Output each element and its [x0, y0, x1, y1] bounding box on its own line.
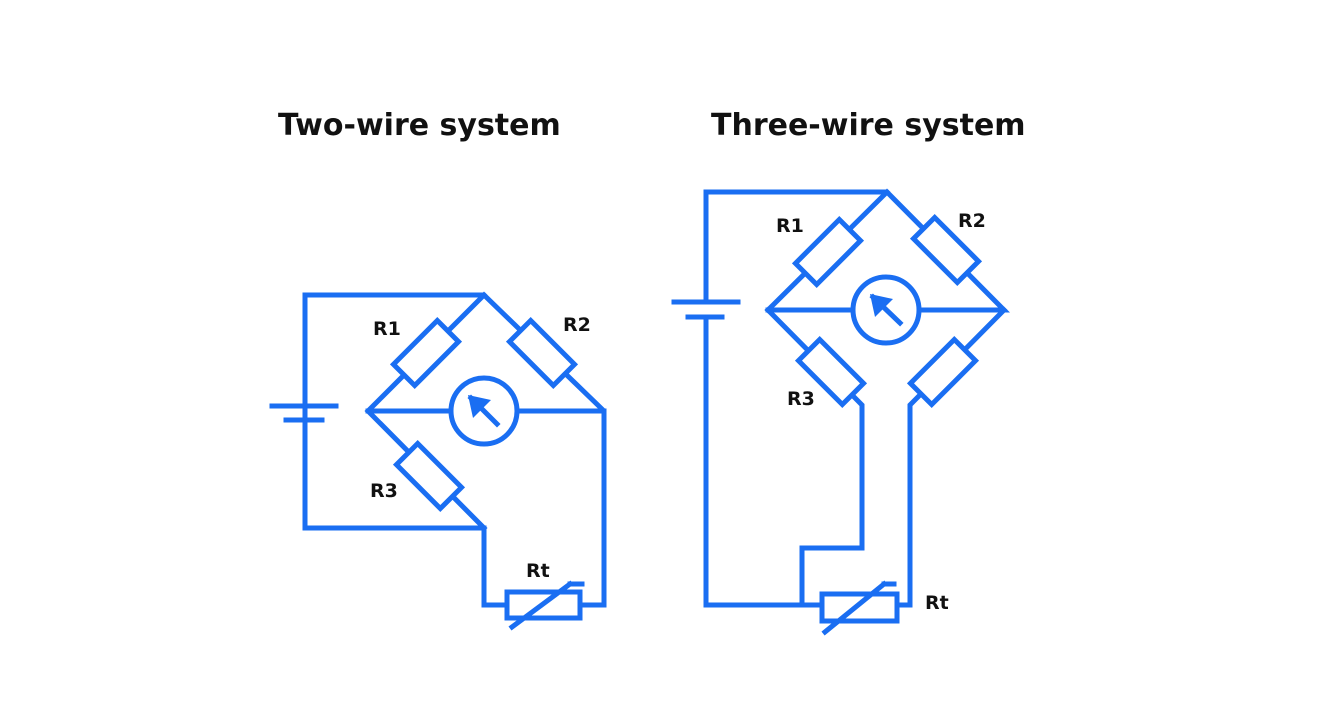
- three-wire-r2-resistor: [909, 213, 983, 287]
- three-wire-r3-label: R3: [787, 388, 815, 410]
- three-wire-rt-thermistor: [819, 591, 900, 624]
- two-wire-r3-resistor: [392, 439, 466, 513]
- two-wire-r2-resistor: [505, 316, 579, 390]
- three-wire-return-wire: [703, 317, 825, 608]
- three-wire-r1-label: R1: [776, 215, 804, 237]
- two-wire-r2-label: R2: [563, 314, 591, 336]
- three-wire-r2-label: R2: [958, 210, 986, 232]
- two-wire-rt-slash: [508, 580, 574, 631]
- three-wire-title: Three-wire system: [711, 108, 1026, 143]
- two-wire-galvanometer-arrow-icon: [467, 394, 501, 428]
- three-wire-r1-resistor: [791, 215, 865, 289]
- two-wire-r1-label: R1: [373, 318, 401, 340]
- three-wire-r4-resistor: [906, 335, 980, 409]
- two-wire-r1-resistor: [389, 316, 463, 390]
- three-wire-rt-slash: [821, 580, 888, 636]
- two-wire-title: Two-wire system: [278, 108, 561, 143]
- two-wire-circuit: R1 R2 R3 Rt: [269, 291, 607, 631]
- three-wire-r3-resistor: [794, 335, 868, 409]
- two-wire-rt-label: Rt: [526, 560, 550, 582]
- three-wire-rt-label: Rt: [925, 592, 949, 614]
- two-wire-r3-label: R3: [370, 480, 398, 502]
- three-wire-galvanometer-arrow-icon: [869, 293, 904, 327]
- three-wire-circuit: R1 R2 R3 Rt: [671, 188, 1010, 636]
